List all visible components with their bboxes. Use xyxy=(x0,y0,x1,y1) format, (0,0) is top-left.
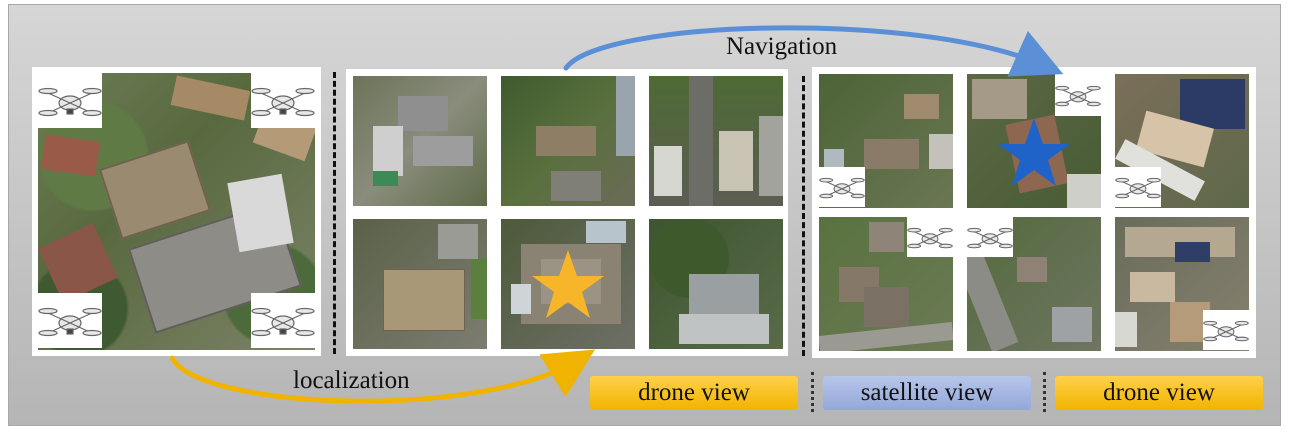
drone-icon xyxy=(38,73,102,128)
dashed-separator xyxy=(802,76,805,356)
drone-icon xyxy=(251,293,315,348)
dashed-separator xyxy=(333,72,336,354)
drone-icon xyxy=(967,217,1013,257)
satellite-tile xyxy=(501,76,635,206)
navigation-label: Navigation xyxy=(726,33,838,60)
dotted-separator xyxy=(811,372,814,412)
satellite-tile xyxy=(649,219,783,349)
satellite-tile xyxy=(649,76,783,206)
drone-icon xyxy=(1115,167,1161,207)
drone-icon xyxy=(1055,74,1101,116)
dotted-separator xyxy=(1043,372,1046,412)
drone-icon xyxy=(907,217,953,257)
drone-gallery-panel xyxy=(812,67,1256,358)
satellite-tile xyxy=(353,219,487,349)
drone-view-badge: drone view xyxy=(590,376,798,410)
drone-icon xyxy=(1203,310,1249,350)
satellite-tile xyxy=(501,219,635,349)
drone-icon xyxy=(38,293,102,348)
satellite-gallery-panel xyxy=(346,69,788,356)
satellite-tile xyxy=(353,76,487,206)
query-drone-panel xyxy=(32,67,321,356)
localization-label: localization xyxy=(293,367,410,394)
drone-icon xyxy=(251,73,315,128)
drone-view-badge: drone view xyxy=(1055,376,1263,410)
drone-icon xyxy=(819,167,865,207)
satellite-view-badge: satellite view xyxy=(823,376,1031,410)
